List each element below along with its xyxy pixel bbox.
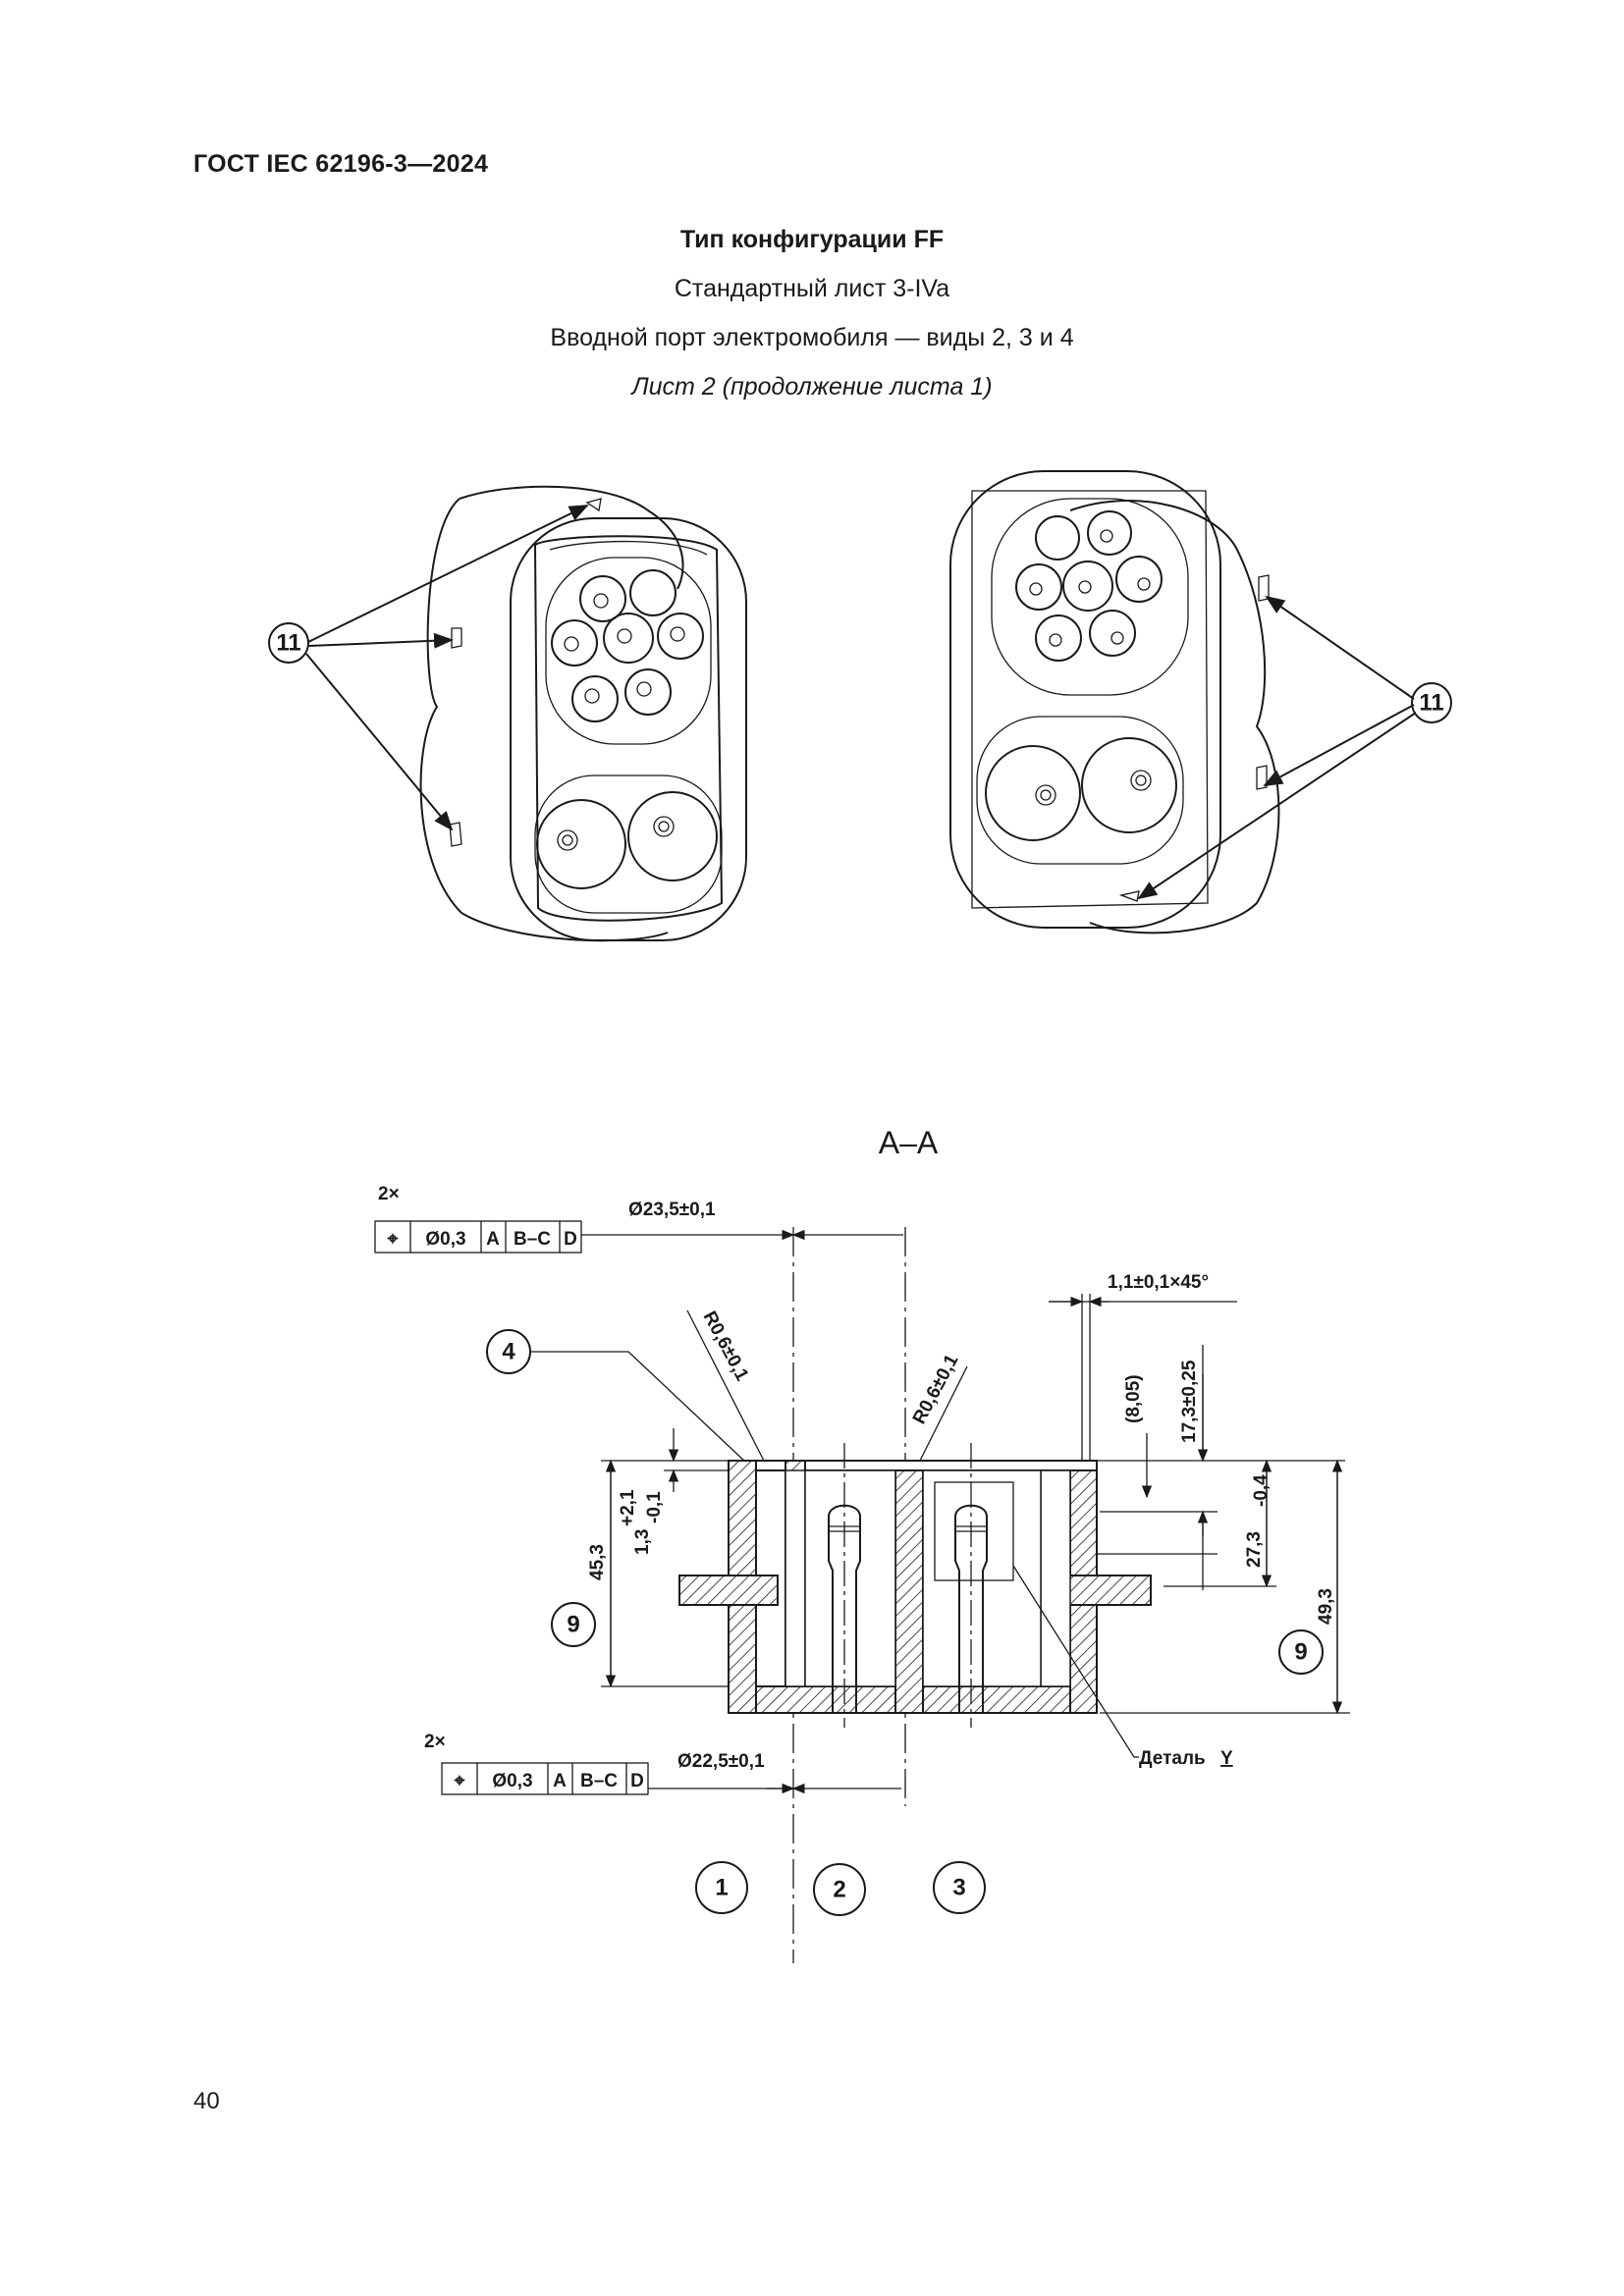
tol-bottom-datum2: B–C — [580, 1771, 618, 1791]
callout-3: 3 — [952, 1875, 965, 1901]
standard-header: ГОСТ IEC 62196-3—2024 — [193, 150, 489, 178]
section-title: A–A — [879, 1125, 939, 1160]
tol-bottom-value: Ø0,3 — [492, 1771, 532, 1791]
callout-11-right: 11 — [1419, 690, 1443, 717]
callout-1: 1 — [715, 1875, 728, 1901]
continuation-title: Лист 2 (продолжение листа 1) — [631, 373, 993, 400]
dim-13-tol-low: -0,1 — [644, 1491, 665, 1523]
tol-bottom-datum3: D — [630, 1771, 644, 1791]
section-a-a: A–A 2× ⌖ Ø0,3 A B–C D Ø23,5±0,1 1,1±0,1×… — [374, 1125, 1350, 1963]
dim-173: 17,3±0,25 — [1179, 1360, 1200, 1443]
dim-493: 49,3 — [1316, 1588, 1336, 1625]
top-multiplier: 2× — [378, 1184, 400, 1204]
left-isometric-view: 11 — [268, 485, 747, 942]
dim-13-tol-up: +2,1 — [618, 1489, 638, 1526]
callout-9-right: 9 — [1294, 1639, 1307, 1666]
detail-label: Деталь — [1139, 1748, 1206, 1769]
sheet-title: Стандартный лист 3-IVa — [674, 275, 950, 302]
dim-453: 45,3 — [587, 1544, 608, 1580]
tol-top-value: Ø0,3 — [425, 1229, 465, 1250]
position-symbol-bottom: ⌖ — [454, 1771, 465, 1791]
dim-dia-bottom: Ø22,5±0,1 — [677, 1751, 765, 1772]
subject-title: Вводной порт электромобиля — виды 2, 3 и… — [550, 324, 1074, 351]
dim-chamfer: 1,1±0,1×45° — [1108, 1272, 1209, 1293]
dim-radius-left: R0,6±0,1 — [699, 1308, 753, 1384]
page-number: 40 — [193, 2088, 220, 2114]
callout-9-left: 9 — [567, 1612, 579, 1638]
dim-dia-top: Ø23,5±0,1 — [628, 1200, 716, 1220]
callout-11-left: 11 — [276, 630, 300, 657]
tol-top-datum3: D — [564, 1229, 577, 1250]
dim-13: 1,3 — [632, 1529, 653, 1555]
bottom-multiplier: 2× — [424, 1732, 446, 1752]
right-isometric-view: 11 — [949, 470, 1452, 934]
position-symbol-top: ⌖ — [387, 1229, 399, 1250]
tol-bottom-datum1: A — [553, 1771, 567, 1791]
dim-273: 27,3 — [1244, 1531, 1265, 1568]
detail-letter: Y — [1220, 1748, 1233, 1769]
tol-top-datum1: A — [486, 1229, 500, 1250]
callout-4: 4 — [502, 1339, 515, 1365]
dim-273-tol: -0,4 — [1251, 1474, 1272, 1507]
dim-radius-right: R0,6±0,1 — [909, 1351, 963, 1427]
tol-top-datum2: B–C — [514, 1229, 551, 1250]
callout-2: 2 — [833, 1877, 845, 1903]
config-title: Тип конфигурации FF — [679, 226, 945, 253]
dim-ref-805: (8,05) — [1123, 1374, 1144, 1423]
